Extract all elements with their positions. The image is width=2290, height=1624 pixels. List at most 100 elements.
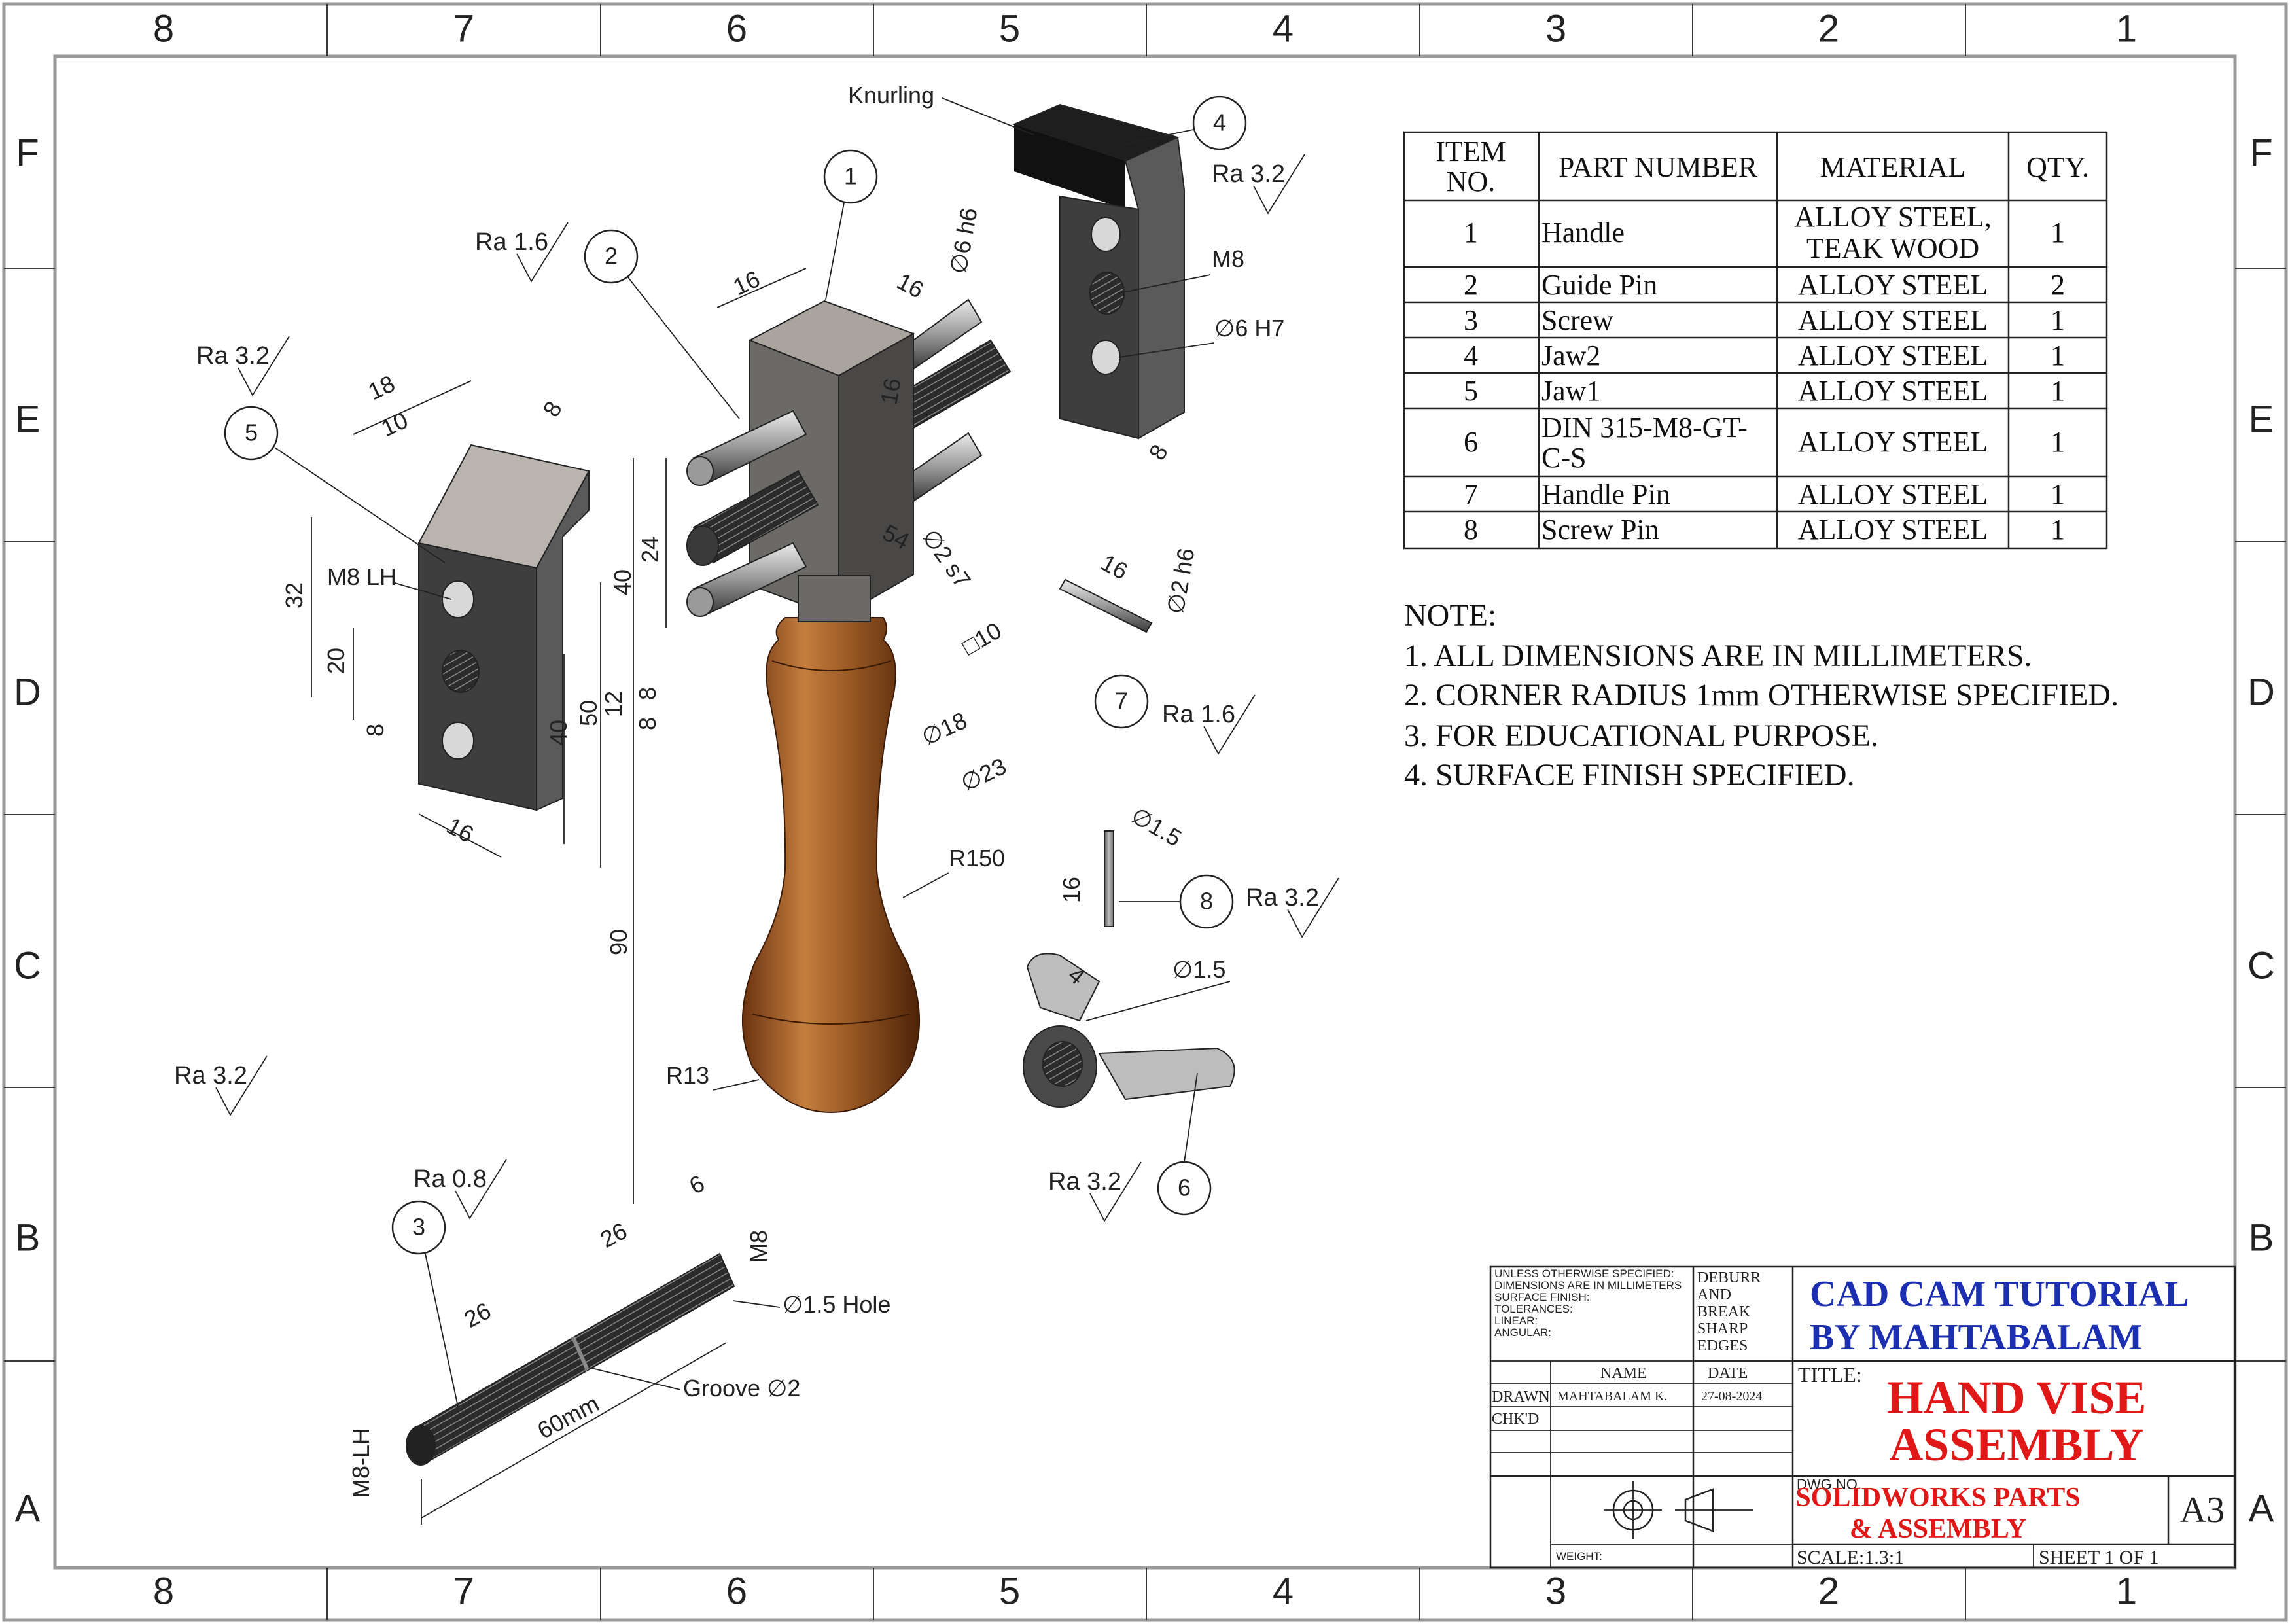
title-block: UNLESS OTHERWISE SPECIFIED: DIMENSIONS A… [1489,1265,2236,1569]
tb-drawn-name: MAHTABALAM K. [1557,1389,1667,1403]
annotation-m8-screw: M8 [745,1230,772,1263]
part-handle-pin [1059,578,1153,633]
notes-title: NOTE: [1404,598,1496,633]
bom-no: 4 [1464,340,1478,372]
note-4: 4. SURFACE FINISH SPECIFIED. [1404,758,1855,792]
bom-header-item: ITEM [1436,135,1506,168]
tb-unless-3: SURFACE FINISH: [1494,1291,1589,1303]
surface-finish-icon [215,1055,268,1116]
surface-finish-ra: Ra 3.2 [174,1062,247,1089]
bom-material: ALLOY STEEL [1798,340,1988,372]
tb-unless-4: TOLERANCES: [1494,1303,1573,1315]
dim-value: 40 [609,569,636,595]
surface-finish-icon [1253,154,1305,215]
dim-value: 10 [377,406,412,442]
balloon-8-label: 8 [1200,888,1213,915]
note-3: 3. FOR EDUCATIONAL PURPOSE. [1404,718,1878,753]
annotation-d23: ∅23 [957,752,1010,796]
dim-value: 16 [892,268,928,304]
dim-value: 16 [1097,549,1133,585]
tb-sheet: SHEET 1 OF 1 [2039,1547,2159,1568]
zone-bottom-2: 2 [1818,1570,1839,1612]
annotation-d15a: ∅1.5 [1127,802,1186,851]
annotation-d2s7: ∅2 s7 [917,524,976,593]
part-screw-pin [1104,830,1114,927]
zone-right-E: E [2249,398,2274,440]
leader-line [713,1079,760,1091]
balloon-5-label: 5 [245,419,258,446]
tb-weight-label: WEIGHT: [1556,1550,1602,1562]
surface-finish-icon [1203,694,1256,755]
dim-value: 24 [637,537,663,563]
annotation-d6h6: ∅6 h6 [945,205,983,275]
tb-unless-2: DIMENSIONS ARE IN MILLIMETERS [1494,1279,1682,1292]
annotation-knurling: Knurling [848,82,934,109]
zone-right-A: A [2249,1487,2274,1530]
leader-line [392,582,452,600]
tb-deburr-1: DEBURR [1697,1269,1761,1286]
leader-line [1085,981,1231,1021]
tb-company-line2: BY MAHTABALAM [1810,1317,2143,1358]
annotation-d15-hole: ∅1.5 Hole [783,1291,890,1318]
zone-labels-left: F E D C B A [14,132,41,1530]
annotation-r150: R150 [949,845,1005,872]
zone-right-D: D [2247,671,2275,713]
bom-table: ITEM NO. PART NUMBER MATERIAL QTY. 1 Han… [1403,131,2108,550]
bom-qty: 1 [2051,514,2065,546]
bom-material: ALLOY STEEL [1798,304,1988,336]
zone-right-B: B [2249,1216,2274,1259]
zone-right-C: C [2247,944,2275,987]
zone-left-F: F [16,132,39,174]
tb-unless-6: ANGULAR: [1494,1326,1551,1339]
dim-value: 18 [364,370,399,405]
bom-material: ALLOY STEEL [1798,478,1988,510]
tb-drawn-date: 27-08-2024 [1701,1389,1762,1403]
dim-value: 8 [537,397,567,421]
part-jaw2 [1012,103,1185,440]
bom-no: 6 [1464,426,1478,458]
tb-dwg-label: DWG NO. [1797,1476,1861,1492]
balloon-1 [823,149,878,204]
annotation-d6h7: ∅6 H7 [1214,315,1284,342]
leader-line [1118,342,1215,358]
tb-deburr-5: EDGES [1697,1337,1748,1354]
zone-left-E: E [15,398,41,440]
dim-value: 20 [323,648,349,674]
note-1: 1. ALL DIMENSIONS ARE IN MILLIMETERS. [1404,639,2032,673]
balloon-4-label: 4 [1213,109,1226,136]
part-handle-wood [742,575,920,1114]
annotation-d2h6: ∅2 h6 [1162,546,1200,616]
surface-finish-icon [238,336,290,397]
surface-finish-icon [516,222,569,283]
annotation-60mm: 60mm [533,1390,604,1444]
projection-symbol-icon [1604,1481,1753,1539]
bom-material: ALLOY STEEL, [1794,201,1991,233]
balloon-4 [1192,96,1247,150]
surface-finish-symbols: Ra 1.6 Ra 3.2 Ra 3.2 Ra 1.6 Ra 3.2 Ra 0.… [174,154,1339,1222]
notes: NOTE: 1. ALL DIMENSIONS ARE IN MILLIMETE… [1404,598,2119,792]
balloon-2 [584,229,639,284]
bom-part: Guide Pin [1541,269,1657,301]
annotation-d18: ∅18 [917,707,971,750]
bom-material: ALLOY STEEL [1798,375,1988,407]
part-jaw1 [417,444,590,811]
balloon-7-label: 7 [1115,688,1128,715]
zone-left-C: C [14,944,41,987]
leader-line [627,277,740,419]
leader-line [425,1253,459,1407]
annotation-m8lh-screw: M8-LH [347,1428,374,1498]
zone-top-6: 6 [726,7,747,50]
tb-company-line1: CAD CAM TUTORIAL [1810,1274,2189,1315]
tb-deburr-2: AND [1697,1286,1731,1303]
tb-dwg-line1: SOLIDWORKS PARTS [1795,1483,2080,1513]
surface-finish-ra: Ra 3.2 [1246,884,1319,911]
dimension-line [418,813,502,858]
inner-border [53,54,2237,1570]
tb-title-line2: ASSEMBLY [1889,1419,2144,1471]
dim-value: 8 [634,717,661,730]
tb-deburr-3: BREAK [1697,1303,1751,1320]
balloon-3 [391,1200,446,1255]
tb-scale: SCALE:1.3:1 [1797,1547,1904,1568]
zone-bottom-6: 6 [726,1570,747,1612]
annotation-m8-lh: M8 LH [327,563,396,590]
